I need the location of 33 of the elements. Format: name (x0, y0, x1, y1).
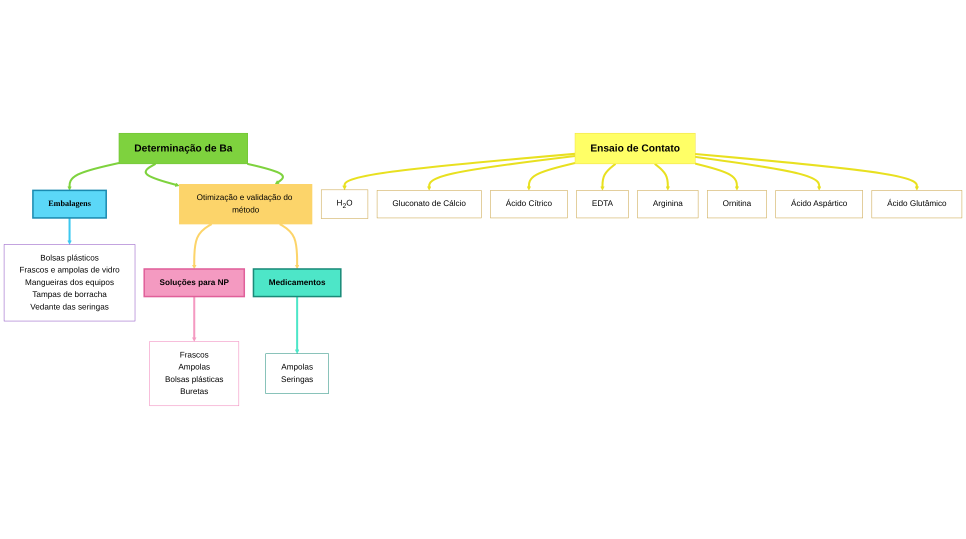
node-box: Ampolas Seringas (265, 353, 329, 394)
arrow (600, 163, 616, 191)
node-box: Soluções para NP (143, 268, 246, 298)
node-box: Ornitina (707, 190, 767, 218)
arrow (192, 223, 212, 270)
node-box: Ácido Cítrico (490, 190, 568, 218)
node-box: EDTA (576, 190, 629, 218)
node-box: H$_{2}$O (320, 190, 368, 219)
node-box: Frascos Ampolas Bolsas plásticas Buretas (149, 341, 240, 406)
arrow (294, 296, 300, 354)
arrow (526, 162, 576, 191)
arrow (426, 154, 576, 191)
arrow (695, 162, 740, 191)
arrow (654, 163, 670, 191)
arrow (695, 156, 822, 191)
arrow (67, 162, 120, 191)
node-box: Ácido Glutâmico (872, 190, 962, 218)
arrow (247, 162, 284, 184)
node-box: Embalagens (32, 190, 107, 219)
node-box: Arginina (637, 190, 698, 218)
arrow (279, 223, 300, 270)
node-box: Ácido Aspártico (775, 190, 863, 218)
arrow (144, 162, 180, 187)
node-box: Medicamentos (252, 268, 342, 298)
arrow (695, 152, 920, 191)
node-box: Bolsas plásticos Frascos e ampolas de vidro Mangueiras dos equipos Tampas de borracha Vedante das seringas (4, 244, 136, 322)
arrow (342, 152, 576, 190)
arrow (192, 296, 196, 342)
node-box: Determinação de Ba (118, 132, 248, 164)
node-box: Otimização e validação do método (179, 184, 312, 224)
node-box: Gluconato de Cálcio (376, 190, 482, 218)
node-box: Ensaio de Contato (574, 132, 696, 164)
arrow (67, 218, 72, 245)
